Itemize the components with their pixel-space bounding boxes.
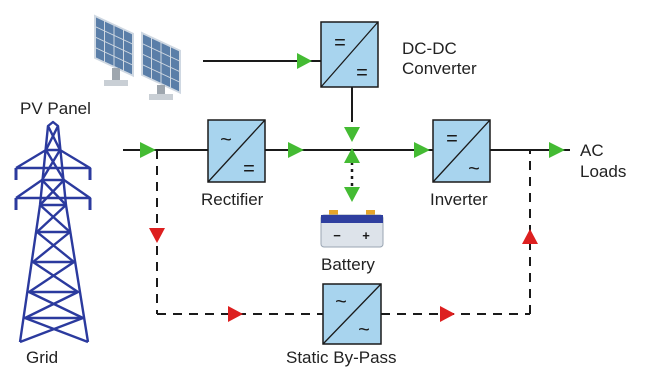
rectifier-block: ~ = bbox=[207, 119, 266, 183]
arrow-right-icon bbox=[414, 142, 430, 158]
dc-symbol: = bbox=[356, 62, 368, 84]
ac-loads-label-line1: AC bbox=[580, 141, 604, 160]
arrow-right-icon bbox=[228, 306, 243, 322]
inverter-block: = ~ bbox=[432, 119, 491, 183]
inverter-label: Inverter bbox=[430, 190, 488, 209]
grid-label: Grid bbox=[26, 348, 59, 367]
ac-symbol: ~ bbox=[335, 291, 347, 313]
arrow-right-icon bbox=[297, 53, 312, 69]
pv-panel-label: PV Panel bbox=[20, 99, 91, 118]
normal-flow-arrows bbox=[140, 53, 565, 202]
arrow-right-icon bbox=[288, 142, 304, 158]
arrow-down-icon bbox=[149, 228, 165, 243]
dc-dc-label-line1: DC-DC bbox=[402, 39, 457, 58]
solar-panel-icon bbox=[94, 14, 181, 100]
ac-symbol: ~ bbox=[468, 158, 480, 180]
ac-symbol: ~ bbox=[220, 129, 232, 151]
arrow-right-icon bbox=[549, 142, 565, 158]
dc-dc-converter-block: = = bbox=[320, 21, 379, 88]
rectifier-label: Rectifier bbox=[201, 190, 264, 209]
battery-plus-symbol: + bbox=[362, 228, 370, 243]
arrow-up-icon bbox=[344, 148, 360, 163]
arrow-right-icon bbox=[440, 306, 455, 322]
dc-symbol: = bbox=[334, 32, 346, 54]
battery-icon: − + bbox=[320, 210, 384, 248]
transmission-tower-icon bbox=[14, 120, 92, 344]
dc-symbol: = bbox=[446, 128, 458, 150]
bypass-flow-arrows bbox=[149, 228, 538, 322]
arrow-down-icon bbox=[344, 127, 360, 142]
battery-label: Battery bbox=[321, 255, 375, 274]
ac-symbol: ~ bbox=[358, 319, 370, 341]
dc-dc-label-line2: Converter bbox=[402, 59, 477, 78]
arrow-up-icon bbox=[522, 229, 538, 244]
ac-loads-label-line2: Loads bbox=[580, 162, 627, 181]
static-bypass-block: ~ ~ bbox=[322, 283, 382, 345]
arrow-right-icon bbox=[140, 142, 156, 158]
arrow-down-icon bbox=[344, 187, 360, 202]
battery-minus-symbol: − bbox=[333, 228, 341, 243]
dc-symbol: = bbox=[243, 158, 255, 180]
static-bypass-label: Static By-Pass bbox=[286, 348, 397, 367]
